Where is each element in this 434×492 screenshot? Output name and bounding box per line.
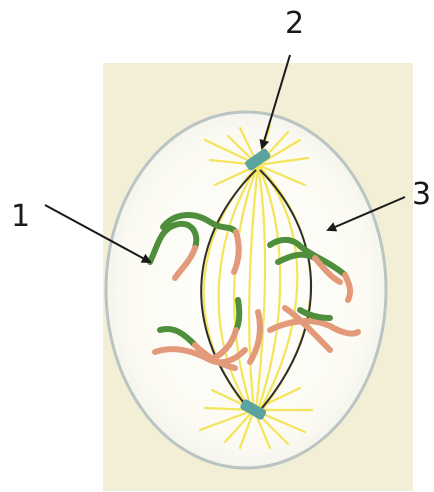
label-1: 1	[11, 199, 30, 234]
label-3: 3	[412, 177, 431, 212]
label-2: 2	[285, 6, 304, 41]
